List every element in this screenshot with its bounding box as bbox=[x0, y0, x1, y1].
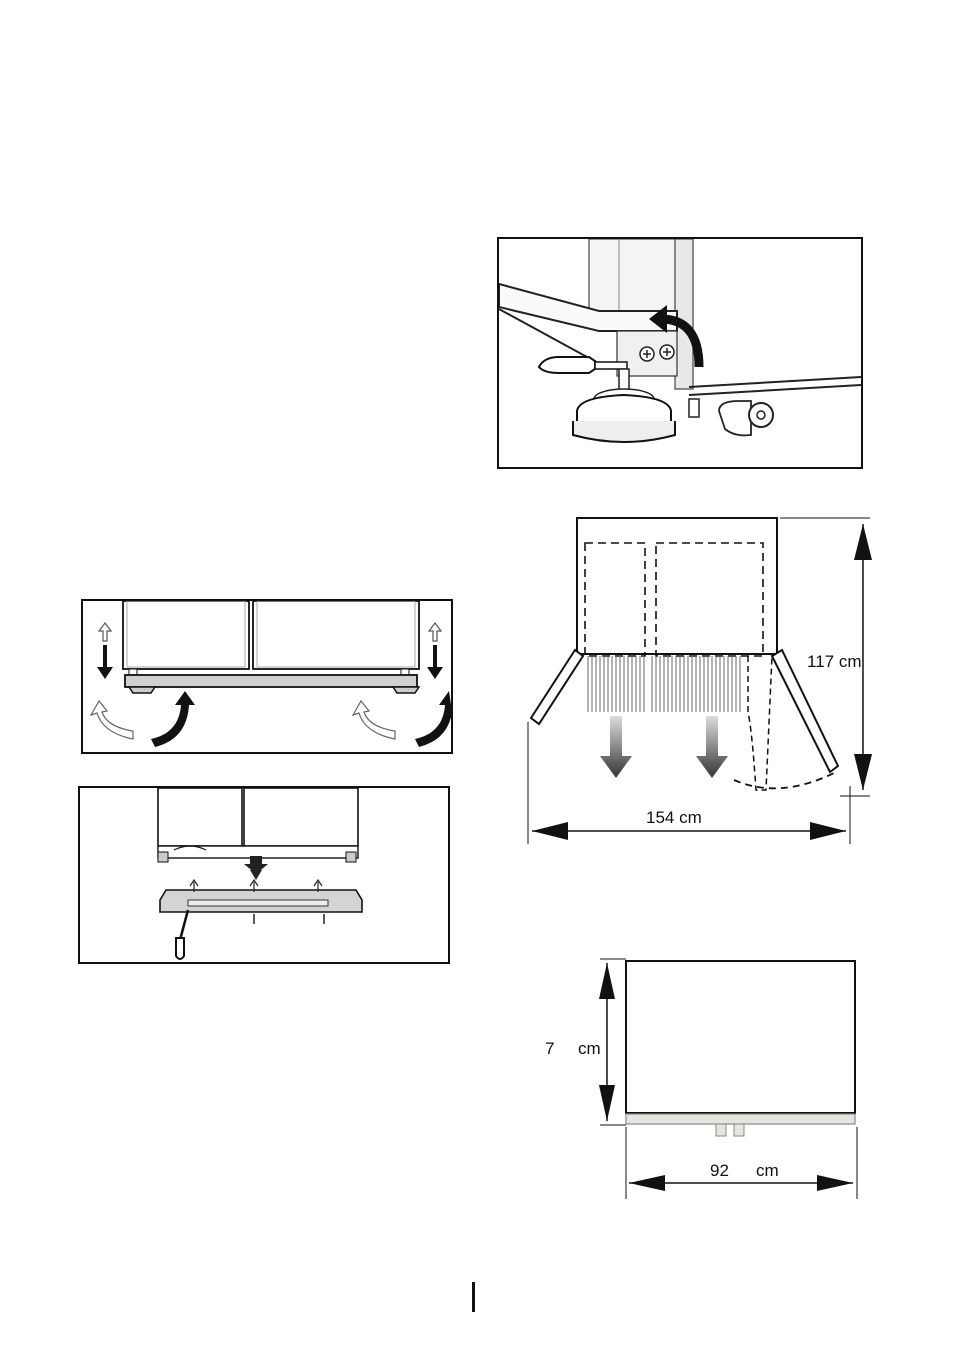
height-dimension-unit: cm bbox=[578, 1039, 601, 1059]
leveling-foot-illustration bbox=[499, 239, 861, 467]
top-view-diagram bbox=[520, 510, 890, 850]
side-width-dimension-unit: cm bbox=[756, 1161, 779, 1181]
height-dimension-value: 7 bbox=[545, 1039, 554, 1059]
side-width-dimension-value: 92 bbox=[710, 1161, 729, 1181]
leveling-foot-diagram bbox=[497, 237, 863, 469]
base-leveling-illustration bbox=[83, 601, 451, 752]
side-view-diagram bbox=[595, 955, 865, 1205]
base-leveling-diagram bbox=[81, 599, 453, 754]
plinth-mount-diagram bbox=[78, 786, 450, 964]
plinth-mount-illustration bbox=[80, 788, 448, 962]
depth-dimension-label: 117 cm bbox=[807, 652, 862, 672]
page-marker bbox=[472, 1282, 475, 1312]
width-dimension-label: 154 cm bbox=[646, 808, 702, 828]
